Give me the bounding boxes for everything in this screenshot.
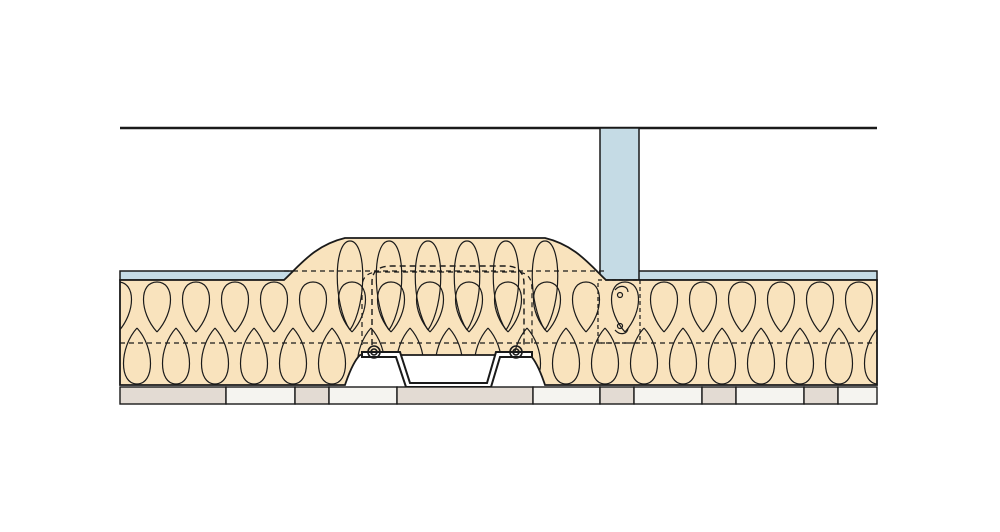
fiber-loop-hump	[453, 240, 481, 331]
ceiling-board	[225, 386, 296, 405]
support-clip-right-inner	[512, 348, 520, 356]
fiber-loop-upper	[650, 281, 678, 333]
fiber-loop-lower	[708, 327, 736, 385]
fiber-loop-lower	[318, 327, 346, 385]
fiber-loop-lower	[747, 327, 775, 385]
fiber-loop-hump	[375, 240, 403, 331]
fiber-loop-upper	[455, 281, 483, 333]
fiber-loop-lower	[162, 327, 190, 385]
fiber-loop-lower	[279, 327, 307, 385]
fiber-loop-lower	[240, 327, 268, 385]
fiber-loop-lower	[201, 327, 229, 385]
membrane-strip-right	[599, 270, 878, 281]
fiber-loop-upper	[806, 281, 834, 333]
ceiling-board	[599, 386, 635, 405]
support-clip-right-outer	[509, 345, 523, 359]
fiber-loop-lower	[630, 327, 658, 385]
fiber-loop-upper	[572, 281, 600, 333]
ceiling-board	[633, 386, 703, 405]
ceiling-board	[837, 386, 878, 405]
ceiling-board	[532, 386, 601, 405]
support-clips	[367, 345, 523, 359]
stud-clip-hook-lower	[614, 327, 629, 335]
ceiling-board	[803, 386, 839, 405]
fiber-loop-lower	[786, 327, 814, 385]
fiber-loop-upper	[416, 281, 444, 333]
ceiling-board	[119, 386, 227, 405]
ceiling-board	[735, 386, 805, 405]
fiber-loop-lower	[864, 327, 877, 385]
fiber-loop-lower	[123, 327, 151, 385]
stud-clip-outline	[597, 279, 641, 344]
support-clip-left-inner	[370, 348, 378, 356]
fiber-loop-lower	[825, 327, 853, 385]
fiber-loop-upper	[611, 281, 639, 333]
fiber-loop-upper	[143, 281, 171, 333]
ceiling-board-row	[119, 386, 878, 405]
fiber-loop-lower	[591, 327, 619, 385]
fiber-loop-upper	[494, 281, 522, 333]
support-clip-left-outer	[367, 345, 381, 359]
fiber-loop-upper	[377, 281, 405, 333]
fiber-loop-upper	[689, 281, 717, 333]
insulation-fibers	[120, 240, 877, 385]
fiber-loop-upper	[299, 281, 327, 333]
fiber-loop-upper	[845, 281, 873, 333]
membrane-strip-left	[119, 270, 311, 281]
fiber-loop-upper	[338, 281, 366, 333]
fiber-loop-hump	[492, 240, 520, 331]
fastening-clip-inner	[361, 271, 533, 345]
fiber-loop-hump	[414, 240, 442, 331]
stud-clip-dot-lower	[616, 322, 624, 330]
fiber-loop-upper	[260, 281, 288, 333]
ceiling-board	[328, 386, 398, 405]
fiber-loop-lower	[552, 327, 580, 385]
fiber-loop-upper	[728, 281, 756, 333]
fiber-loop-hump	[336, 240, 364, 331]
fiber-loop-hump	[531, 240, 559, 331]
ceiling-board	[701, 386, 737, 405]
ceiling-board	[396, 386, 534, 405]
insulation-layer	[119, 237, 878, 386]
fiber-loop-upper	[221, 281, 249, 333]
vertical-stud	[599, 127, 640, 281]
stud-clip-box	[597, 279, 641, 344]
ceiling-board	[294, 386, 330, 405]
fiber-loop-upper	[120, 281, 132, 333]
top-hat-channel	[361, 351, 533, 388]
fastening-clip-outline	[371, 265, 525, 345]
stud-clip-dot-upper	[616, 291, 624, 299]
fiber-loop-lower	[669, 327, 697, 385]
fiber-loop-upper	[533, 281, 561, 333]
fiber-loop-upper	[182, 281, 210, 333]
fiber-loop-upper	[767, 281, 795, 333]
stud-clip-hook-upper	[614, 285, 629, 293]
